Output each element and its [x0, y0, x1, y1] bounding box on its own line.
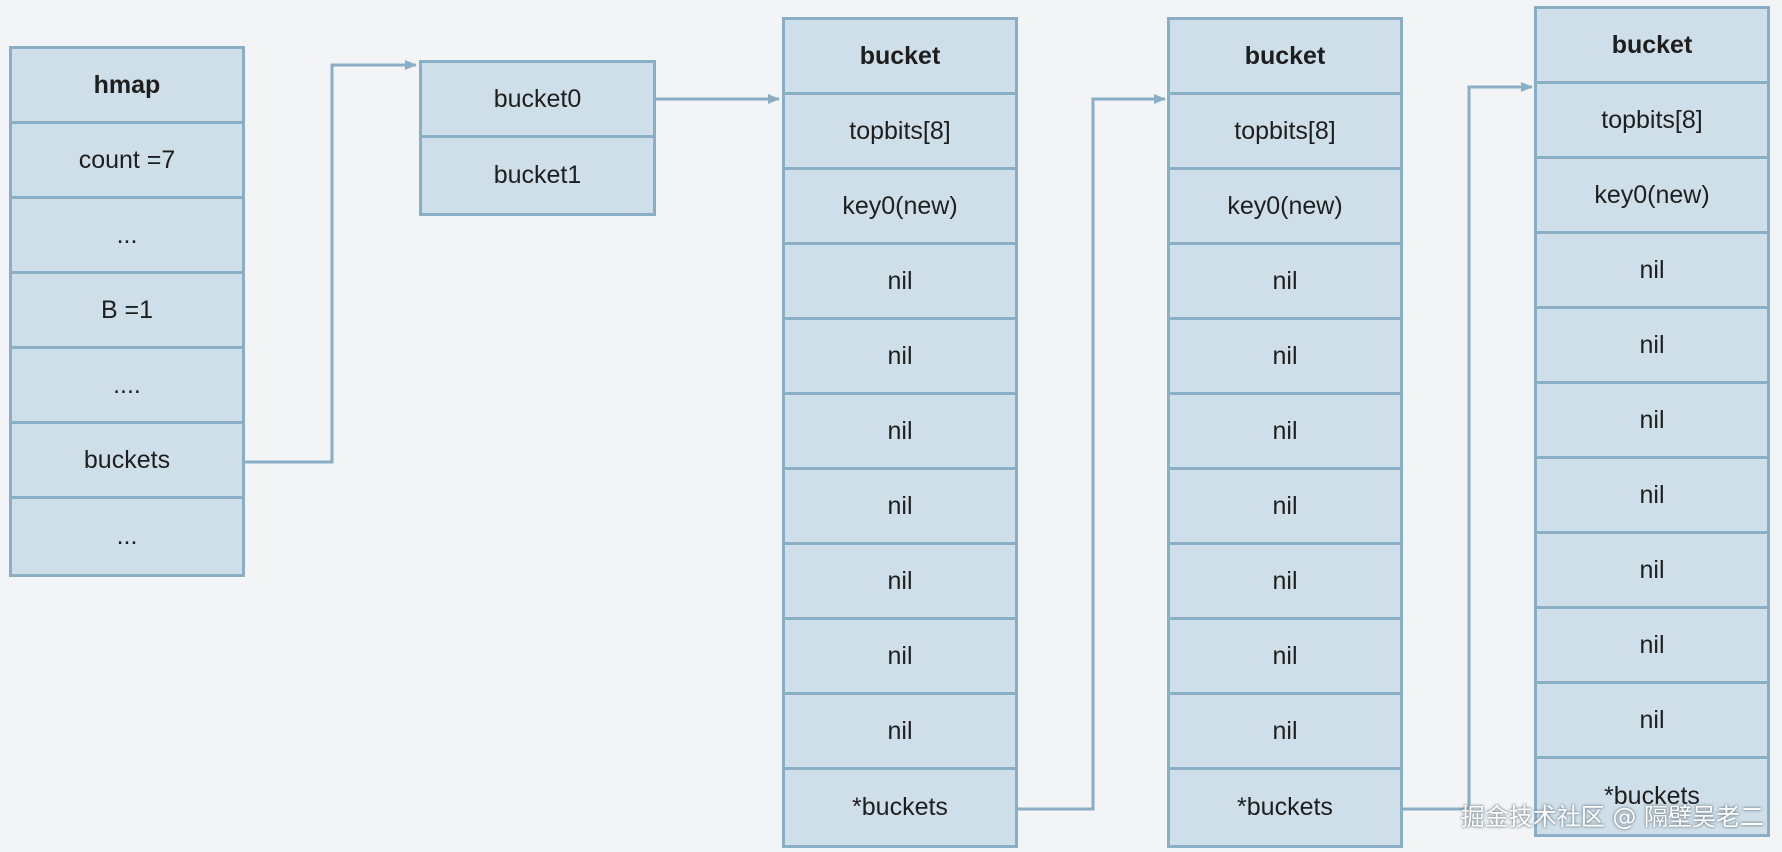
arrow-hmap-to-bucket-array — [244, 60, 417, 464]
bucket-b-row: nil — [1170, 320, 1400, 395]
bucket-c-row: nil — [1537, 234, 1767, 309]
bucket-b-row: bucket — [1170, 20, 1400, 95]
bucket-b-row: nil — [1170, 545, 1400, 620]
bucket-b-row: key0(new) — [1170, 170, 1400, 245]
bucket-b-row: nil — [1170, 695, 1400, 770]
bucket-c-row: *buckets — [1604, 782, 1700, 810]
bucket-c-row: nil — [1537, 609, 1767, 684]
bucket-c-row: nil — [1537, 684, 1767, 759]
bucket-b-row: topbits[8] — [1170, 95, 1400, 170]
watermark: 掘金技术社区 @ 隔壁吴老二 — [1460, 803, 1764, 831]
hmap-row: hmap — [12, 49, 242, 124]
bucket-a-row: nil — [785, 320, 1015, 395]
bucket-c-row: nil — [1537, 309, 1767, 384]
bucket-b-row: *buckets — [1237, 793, 1333, 821]
bucket-c-row: key0(new) — [1537, 159, 1767, 234]
bucket-b-row: nil — [1170, 620, 1400, 695]
bucket-c-row: nil — [1537, 459, 1767, 534]
hmap-row: count =7 — [12, 124, 242, 199]
bucket-array: bucket0 bucket1 — [419, 60, 656, 216]
bucket-a-row: *buckets — [852, 793, 948, 821]
bucket-a-row: topbits[8] — [785, 95, 1015, 170]
hmap-row: .... — [12, 349, 242, 424]
arrow-bucket-b-to-bucket-c — [1402, 82, 1533, 811]
hmap-row: ... — [116, 522, 138, 550]
bucket-c-row: nil — [1537, 534, 1767, 609]
bucket-c-row: bucket — [1537, 9, 1767, 84]
bucket-a-row: nil — [785, 620, 1015, 695]
arrow-bucket-a-to-bucket-b — [1017, 94, 1166, 811]
bucket-a-row: nil — [785, 470, 1015, 545]
bucket-array-row: bucket0 — [422, 63, 653, 138]
hmap-row: buckets — [12, 424, 242, 499]
bucket-a-row: nil — [785, 395, 1015, 470]
bucket-a-row: bucket — [785, 20, 1015, 95]
bucket-b-row: nil — [1170, 470, 1400, 545]
bucket-a-row: nil — [785, 245, 1015, 320]
bucket-b-row: nil — [1170, 245, 1400, 320]
bucket-c-row: nil — [1537, 384, 1767, 459]
bucket-a-row: nil — [785, 545, 1015, 620]
bucket-a-row: nil — [785, 695, 1015, 770]
bucket-c-row: topbits[8] — [1537, 84, 1767, 159]
bucket-a-row: key0(new) — [785, 170, 1015, 245]
bucket-b-row: nil — [1170, 395, 1400, 470]
hmap-row: B =1 — [12, 274, 242, 349]
hmap-row: ... — [12, 199, 242, 274]
bucket-array-row: bucket1 — [493, 161, 582, 189]
